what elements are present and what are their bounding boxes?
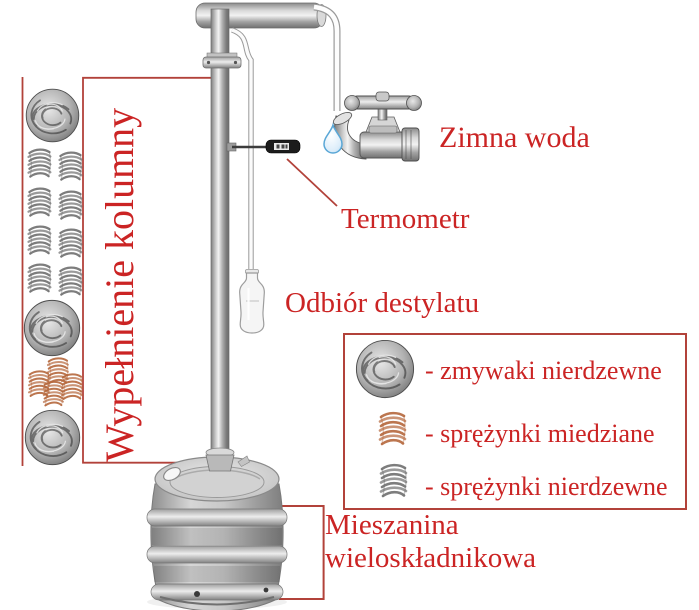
label-cold-water: Zimna woda <box>439 121 590 154</box>
steel-scrubber-icon <box>23 299 81 357</box>
thermometer-pointer-line <box>286 158 338 207</box>
steel-spring-pair <box>27 263 83 296</box>
label-thermometer: Termometr <box>341 203 470 235</box>
copper-spring-icon <box>375 409 409 449</box>
legend-item-label: - sprężynki nierdzewne <box>425 472 668 501</box>
cooling-water-hose <box>313 3 341 111</box>
label-column-filling: Wypełnienie kolumny <box>97 107 142 462</box>
steel-scrubber-icon <box>354 338 416 400</box>
faucet-spout-opening <box>332 111 353 126</box>
steel-spring-pair <box>27 148 83 181</box>
keg-icon <box>146 447 288 610</box>
keg-skirt <box>150 583 284 601</box>
keg-handle-hole <box>163 466 181 482</box>
keg-fitting <box>205 454 235 472</box>
filling-bracket-line <box>82 76 212 464</box>
legend-box: - zmywaki nierdzewne - sprężynki miedzia… <box>343 333 687 510</box>
label-distillate-collection: Odbiór destylatu <box>285 287 480 319</box>
steel-spring-icon <box>376 461 410 501</box>
legend-item-label: - sprężynki miedziane <box>425 419 655 448</box>
faucet-icon <box>332 91 422 162</box>
collection-bottle-icon <box>239 269 265 334</box>
keg-rib <box>146 508 288 527</box>
legend-item-label: - zmywaki nierdzewne <box>425 356 662 385</box>
keg-bracket-line <box>279 505 325 600</box>
distillate-tube <box>230 27 254 269</box>
column-flange <box>202 56 242 69</box>
steel-spring-pair <box>27 225 83 258</box>
steel-spring-pair <box>27 187 83 220</box>
copper-spring-cluster <box>27 357 84 407</box>
steel-scrubber-icon <box>24 409 81 466</box>
annotation-lines <box>21 76 338 600</box>
distillation-column <box>202 8 242 466</box>
water-drop-icon <box>323 122 343 154</box>
steel-scrubber-icon <box>25 88 80 143</box>
keg-rib <box>146 545 288 564</box>
thermometer-icon <box>226 139 301 154</box>
column-filling-items <box>23 88 84 466</box>
label-mixture: Mieszanina wieloskładnikowa <box>325 509 537 575</box>
